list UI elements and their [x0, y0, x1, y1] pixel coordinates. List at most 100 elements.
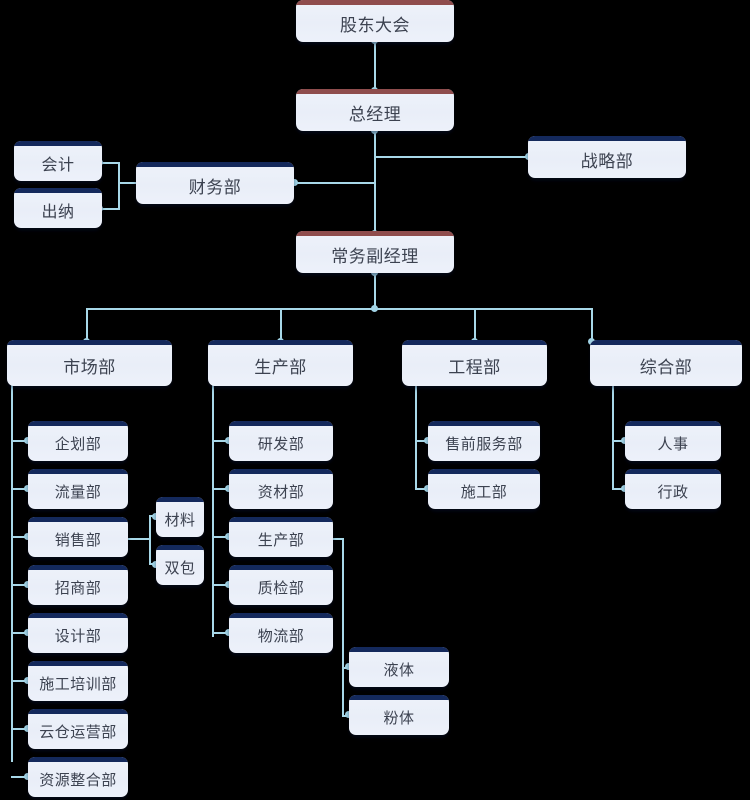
node-cap [156, 545, 204, 550]
node-label: 战略部 [580, 151, 634, 171]
node-label: 资源整合部 [39, 771, 117, 789]
node-market[interactable]: 市场部 [7, 340, 172, 386]
connector-finance-stem [118, 182, 150, 184]
node-label: 企划部 [54, 435, 102, 453]
connector-stub [11, 584, 28, 586]
node-engineering-child[interactable]: 施工部 [428, 469, 540, 509]
node-label: 市场部 [63, 357, 116, 377]
node-cap [528, 136, 686, 141]
node-label: 生产部 [254, 357, 307, 377]
node-strategy[interactable]: 战略部 [528, 136, 686, 178]
node-cap [402, 340, 547, 345]
node-engineering[interactable]: 工程部 [402, 340, 547, 386]
connector-finance-accounting [100, 162, 120, 164]
node-general-manager[interactable]: 总经理 [296, 89, 454, 131]
node-cap [28, 565, 128, 570]
node-label: 会计 [41, 157, 75, 174]
node-cap [296, 231, 454, 236]
node-label: 双包 [164, 559, 196, 577]
connector-stub [212, 488, 229, 490]
node-production-sub-child[interactable]: 液体 [349, 647, 449, 687]
connector-dot [345, 663, 352, 670]
node-shareholders[interactable]: 股东大会 [296, 0, 454, 42]
connector-finance-cashier [100, 208, 120, 210]
connector-stub [212, 632, 229, 634]
node-market-child[interactable]: 招商部 [28, 565, 128, 605]
node-cap [229, 421, 333, 426]
node-engineering-child[interactable]: 售前服务部 [428, 421, 540, 461]
connector-dot [24, 581, 31, 588]
node-label: 云仓运营部 [39, 723, 117, 741]
connector-sales-stem [128, 538, 151, 540]
connector-drop-market [86, 308, 88, 341]
node-market-child[interactable]: 云仓运营部 [28, 709, 128, 749]
node-cap [296, 89, 454, 94]
node-label: 材料 [164, 511, 196, 529]
connector-dot [424, 437, 431, 444]
connector-dot [225, 485, 232, 492]
node-market-child[interactable]: 施工培训部 [28, 661, 128, 701]
node-cap [14, 141, 102, 146]
node-cashier[interactable]: 出纳 [14, 188, 102, 228]
node-label: 财务部 [188, 177, 242, 197]
node-label: 生产部 [257, 531, 305, 549]
node-production-child[interactable]: 生产部 [229, 517, 333, 557]
node-deputy-gm[interactable]: 常务副经理 [296, 231, 454, 273]
connector-dot [424, 485, 431, 492]
node-label: 研发部 [257, 435, 305, 453]
connector-drop-general [591, 308, 593, 341]
connector-level3-bus [86, 308, 592, 310]
connector-stub [212, 536, 229, 538]
node-market-child[interactable]: 设计部 [28, 613, 128, 653]
node-cap [349, 695, 449, 700]
node-finance[interactable]: 财务部 [136, 162, 294, 204]
connector-stub [11, 488, 28, 490]
connector-dot [24, 725, 31, 732]
node-production-child[interactable]: 物流部 [229, 613, 333, 653]
node-market-child[interactable]: 资源整合部 [28, 757, 128, 797]
node-production[interactable]: 生产部 [208, 340, 353, 386]
node-production-child[interactable]: 研发部 [229, 421, 333, 461]
node-label: 行政 [657, 483, 689, 501]
connector-drop-engineering [474, 308, 476, 341]
node-cap [208, 340, 353, 345]
node-general-affairs[interactable]: 综合部 [590, 340, 742, 386]
node-market-child[interactable]: 销售部 [28, 517, 128, 557]
node-label: 销售部 [54, 531, 102, 549]
node-label: 总经理 [348, 104, 402, 124]
connector-gm-strategy [374, 156, 529, 158]
node-label: 出纳 [41, 204, 75, 221]
connector-stub [11, 632, 28, 634]
node-cap [229, 565, 333, 570]
node-cap [229, 613, 333, 618]
connector-stub [612, 488, 625, 490]
connector-dot [371, 305, 378, 312]
node-sales-child[interactable]: 双包 [156, 545, 204, 585]
node-general-affairs-child[interactable]: 行政 [625, 469, 721, 509]
connector-general-trunk [612, 384, 614, 490]
connector-stub [11, 680, 28, 682]
node-market-child[interactable]: 企划部 [28, 421, 128, 461]
node-accounting[interactable]: 会计 [14, 141, 102, 181]
node-label: 综合部 [639, 357, 693, 377]
connector-stub [415, 488, 428, 490]
connector-stub [11, 776, 28, 778]
node-production-child[interactable]: 资材部 [229, 469, 333, 509]
connector-gm-finance [294, 182, 376, 184]
connector-prodsub-stem [333, 538, 344, 540]
node-cap [7, 340, 172, 345]
connector-dot [621, 437, 628, 444]
node-label: 质检部 [257, 579, 305, 597]
node-label: 工程部 [448, 357, 501, 377]
node-production-sub-child[interactable]: 粉体 [349, 695, 449, 735]
node-sales-child[interactable]: 材料 [156, 497, 204, 537]
connector-shareholders-gm [374, 40, 376, 90]
connector-sales-bracket [149, 515, 151, 563]
node-market-child[interactable]: 流量部 [28, 469, 128, 509]
node-label: 常务副经理 [331, 246, 419, 266]
node-cap [625, 469, 721, 474]
node-cap [229, 517, 333, 522]
node-production-child[interactable]: 质检部 [229, 565, 333, 605]
node-label: 资材部 [257, 483, 305, 501]
node-general-affairs-child[interactable]: 人事 [625, 421, 721, 461]
